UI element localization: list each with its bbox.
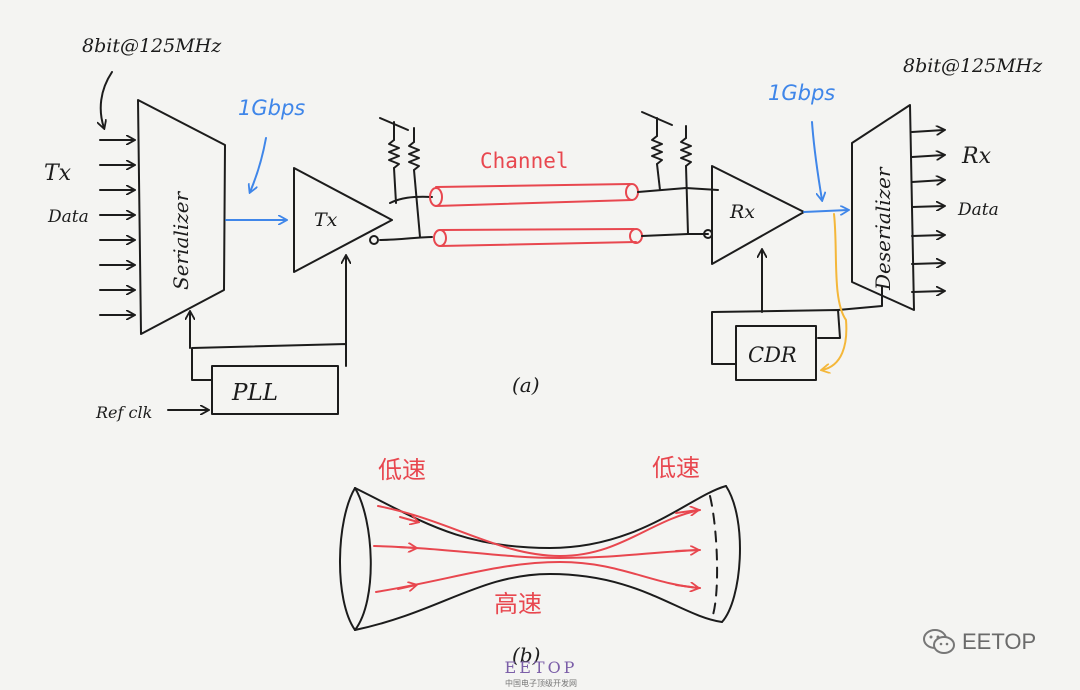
rx-input-p [637,187,719,193]
deserializer-label: Deserializer [871,166,895,291]
serializer-label: Serializer [169,190,193,290]
rx-termination [641,111,692,235]
channel-cable-n [433,228,643,247]
cdr-label: CDR [748,343,797,367]
channel-label: Channel [480,149,569,173]
gbps-rx-label: 1Gbps [768,81,835,105]
pipe-left-end [339,487,356,631]
rx-data-label-1: Rx [961,144,992,169]
tx-driver [293,167,393,273]
gbps-tx-label: 1Gbps [238,96,305,120]
tx-output-p [389,195,433,204]
rx-receiver [711,165,805,265]
tx-inverting-bubble [369,235,379,245]
deserializer-block [851,104,915,311]
caption-b: (b) [512,643,540,667]
gbps-rx-pointer [811,121,822,200]
serializer-block [137,99,226,335]
cdr-data-feedback [822,213,848,370]
tx-data-label-1: Tx [44,161,72,186]
rx-receiver-label: Rx [729,201,755,223]
flow-arrows [397,510,698,589]
rx-data-label-2: Data [957,200,999,220]
pll-block [211,365,339,415]
pipe-top-outline [354,485,727,549]
deserializer-output-arrows [911,130,944,292]
pipe-right-end [721,485,741,623]
low-speed-left-label: 低速 [378,456,426,484]
pipe-left-front [354,487,372,631]
corner-watermark: EETOP [922,628,1036,656]
caption-a: (a) [512,373,540,397]
tx-termination [379,117,421,238]
gbps-tx-pointer [250,137,267,192]
rx-inverting-bubble [703,229,713,239]
refclk-label: Ref clk [95,403,152,422]
flow-line-2 [373,545,701,560]
diagram-b: 低速 低速 高速 (b) [339,454,741,667]
cdr-block [735,325,817,381]
pipe-right-dashed [709,495,719,619]
serial-data-rx-arrow [803,210,848,212]
serializer-input-arrows [99,140,134,315]
wechat-icon [923,629,955,654]
flow-line-1 [377,505,701,558]
tx-driver-label: Tx [314,209,338,231]
pll-label: PLL [231,380,278,406]
cdr-loop-wire [711,309,841,365]
tx-data-label-2: Data [47,207,89,227]
rx-rate-label: 8bit@125MHz [903,55,1043,77]
tx-rate-arrow [101,71,113,128]
tx-output-n [379,236,433,241]
diagram-a: 8bit@125MHz Tx Data Serializer 1Gbps Tx [44,35,1043,422]
pll-clock-wire [191,343,347,381]
rx-input-n [641,233,709,237]
corner-brand: EETOP [962,629,1037,654]
pipe-bottom-outline [354,573,723,631]
low-speed-right-label: 低速 [652,454,700,482]
watermark-brand: EETOP [504,658,578,677]
flow-line-3 [375,560,701,593]
watermark-subtitle: 中国电子顶级开发网 [505,679,577,688]
tx-rate-label: 8bit@125MHz [82,35,222,57]
high-speed-label: 高速 [494,590,542,618]
channel-cable-p [429,183,639,207]
cdr-to-deserializer-wire [837,285,883,311]
